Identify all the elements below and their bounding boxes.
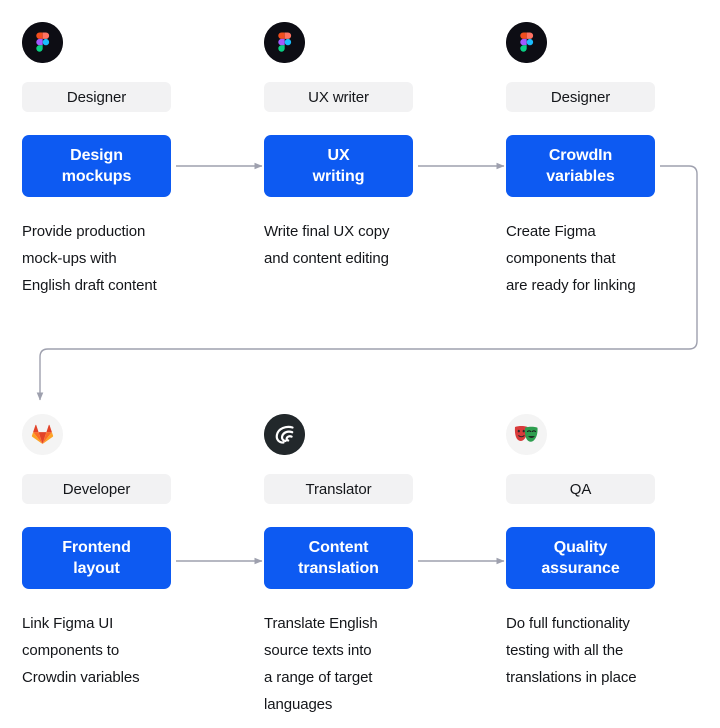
desc-line: Crowdin variables (22, 669, 140, 686)
desc-line: Write final UX copy (264, 223, 390, 240)
role-pill-translator: Translator (264, 474, 413, 504)
desc-line: source texts into (264, 642, 372, 659)
stage-crowdin-variables: Designer CrowdIn variables Create Figma … (506, 22, 655, 299)
desc-line: Translate English (264, 615, 378, 632)
desc-line: Provide production (22, 223, 146, 240)
figma-icon (264, 22, 305, 63)
desc-line: components that (506, 250, 616, 267)
desc-line: are ready for linking (506, 277, 636, 294)
desc-line: a range of target (264, 669, 373, 686)
stage-description: Do full functionality testing with all t… (506, 610, 655, 691)
stage-quality-assurance: QA Quality assurance Do full functionali… (506, 414, 655, 691)
stage-description: Provide production mock-ups with English… (22, 218, 171, 299)
gitlab-icon (22, 414, 63, 455)
desc-line: and content editing (264, 250, 389, 267)
stage-design-mockups: Designer Design mockups Provide producti… (22, 22, 171, 299)
task-line: layout (73, 560, 120, 577)
task-line: Content (308, 539, 369, 556)
task-line: writing (312, 168, 365, 185)
task-line: Quality (553, 539, 608, 556)
stage-description: Link Figma UI components to Crowdin vari… (22, 610, 171, 691)
task-line: Design (70, 147, 123, 164)
task-line: translation (298, 560, 379, 577)
figma-icon (22, 22, 63, 63)
role-pill-designer: Designer (506, 82, 655, 112)
desc-line: Create Figma (506, 223, 596, 240)
figma-icon (506, 22, 547, 63)
role-pill-qa: QA (506, 474, 655, 504)
task-line: variables (546, 168, 615, 185)
task-line: assurance (541, 560, 620, 577)
task-box-quality-assurance[interactable]: Quality assurance (506, 527, 655, 589)
task-line: mockups (61, 168, 132, 185)
desc-line: languages (264, 696, 333, 713)
stage-description: Write final UX copy and content editing (264, 218, 413, 272)
stage-description: Translate English source texts into a ra… (264, 610, 413, 718)
role-pill-ux-writer: UX writer (264, 82, 413, 112)
task-box-frontend-layout[interactable]: Frontend layout (22, 527, 171, 589)
task-line: UX (327, 147, 350, 164)
stage-frontend-layout: Developer Frontend layout Link Figma UI … (22, 414, 171, 691)
desc-line: English draft content (22, 277, 157, 294)
role-pill-developer: Developer (22, 474, 171, 504)
crowdin-icon (264, 414, 305, 455)
task-box-crowdin-variables[interactable]: CrowdIn variables (506, 135, 655, 197)
desc-line: Link Figma UI (22, 615, 114, 632)
stage-description: Create Figma components that are ready f… (506, 218, 655, 299)
task-box-design-mockups[interactable]: Design mockups (22, 135, 171, 197)
theater-masks-icon (506, 414, 547, 455)
task-line: Frontend (62, 539, 131, 556)
role-pill-designer: Designer (22, 82, 171, 112)
desc-line: translations in place (506, 669, 637, 686)
stage-content-translation: Translator Content translation Translate… (264, 414, 413, 718)
desc-line: components to (22, 642, 120, 659)
desc-line: testing with all the (506, 642, 624, 659)
task-box-content-translation[interactable]: Content translation (264, 527, 413, 589)
task-box-ux-writing[interactable]: UX writing (264, 135, 413, 197)
desc-line: mock-ups with (22, 250, 117, 267)
desc-line: Do full functionality (506, 615, 630, 632)
stage-ux-writing: UX writer UX writing Write final UX copy… (264, 22, 413, 272)
task-line: CrowdIn (548, 147, 613, 164)
